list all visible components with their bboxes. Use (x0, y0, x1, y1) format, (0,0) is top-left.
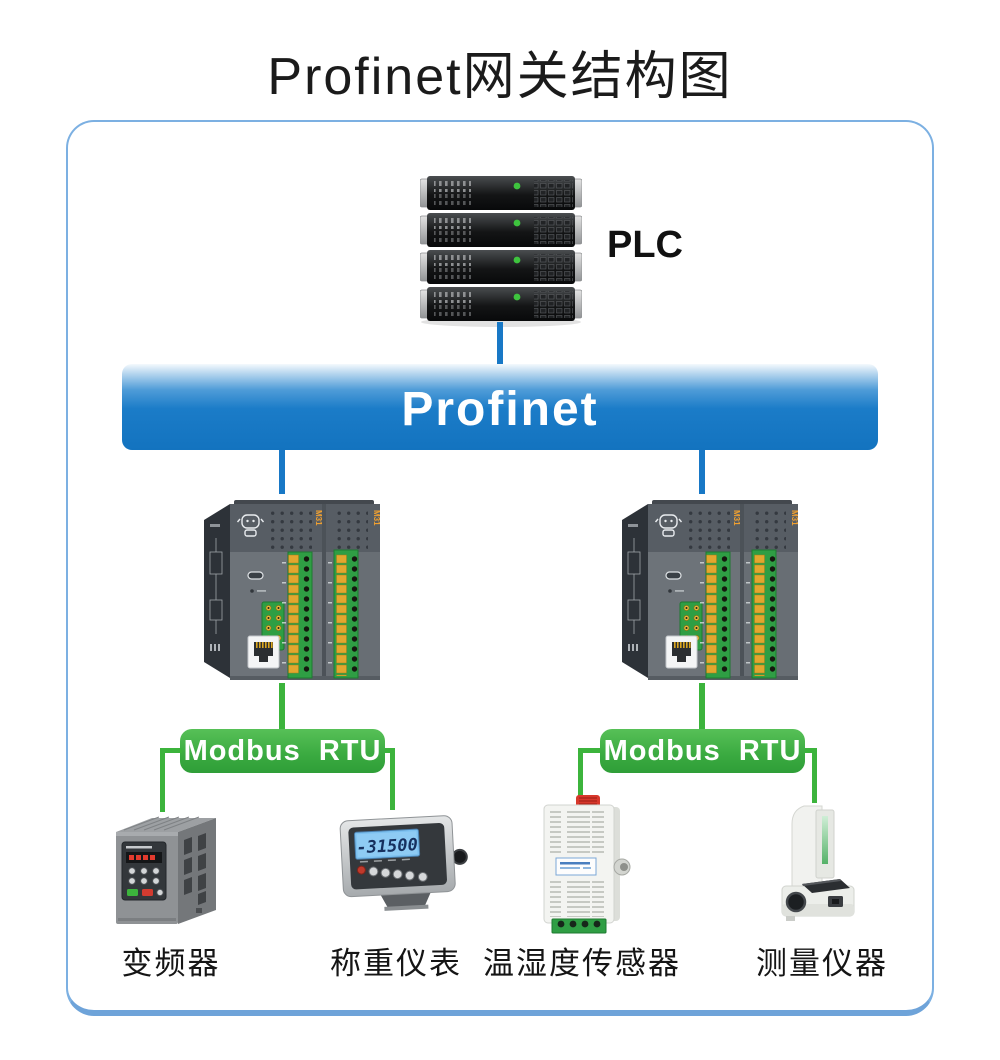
branch-line (160, 748, 182, 753)
modbus-rtu-label: Modbus RTU (603, 734, 802, 767)
run-button (127, 889, 138, 896)
server-unit (420, 213, 582, 247)
server-unit (420, 250, 582, 284)
circuit-diagram-art (627, 538, 641, 634)
sensor-probe (613, 858, 631, 876)
ethernet-port (665, 635, 698, 669)
io-terminal-strip (746, 549, 777, 679)
gateway-model-text: M31 (314, 510, 323, 526)
usb-c-port (247, 571, 264, 580)
adjust-knob (785, 891, 807, 913)
mount-knob (451, 848, 468, 865)
gateway-model-text: M31 (732, 510, 741, 526)
connector-profinet-gateway-left (279, 450, 285, 494)
weight-value: -31500 (356, 835, 418, 858)
modbus-rtu-badge-right: Modbus RTU (600, 729, 805, 773)
vent-holes (332, 510, 368, 550)
vent-slats (550, 811, 604, 855)
page-title: Profinet网关结构图 (267, 48, 733, 106)
weighing-indicator-image: -31500 (339, 815, 468, 911)
power-led (513, 293, 521, 301)
io-terminal-strip (282, 551, 313, 679)
modbus-rtu-label: Modbus RTU (183, 734, 382, 767)
plc-label: PLC (607, 224, 683, 266)
branch-line (805, 748, 817, 753)
branch-line (390, 748, 395, 810)
power-led (513, 256, 521, 264)
circuit-diagram-art (209, 538, 223, 634)
usb-c-port (665, 571, 682, 580)
robot-logo-icon (654, 514, 683, 537)
vent-holes (750, 510, 786, 550)
vent-holes (686, 510, 730, 550)
connector-plc-profinet (497, 322, 503, 364)
io-terminal-strip (700, 551, 731, 679)
gateway-model-text: M31 (372, 510, 380, 526)
stop-button (142, 889, 153, 896)
device-label-weighing: 称重仪表 (330, 946, 462, 981)
connector-profinet-gateway-right (699, 450, 705, 494)
vent-holes (268, 510, 312, 550)
power-led (513, 219, 521, 227)
lcd-display: -31500 (353, 828, 421, 860)
vent-slats (550, 879, 604, 917)
side-vents (184, 833, 206, 905)
connector-gateway-modbus-right (699, 683, 705, 729)
plc-server-stack-image (420, 176, 582, 327)
inverter-image (116, 816, 216, 924)
robot-logo-icon (236, 514, 265, 537)
model-label (555, 857, 597, 876)
scale-strip (822, 816, 828, 864)
measuring-instrument-image (781, 805, 855, 921)
terminal-block (551, 918, 607, 934)
branch-line (160, 748, 165, 812)
reset-button (668, 589, 672, 593)
server-unit (420, 176, 582, 210)
device-label-sensor: 温湿度传感器 (483, 946, 681, 981)
branch-line (578, 748, 583, 798)
profinet-bus-bar: Profinet (122, 364, 878, 450)
temp-humidity-sensor-image (543, 795, 631, 934)
keypad-panel (121, 841, 167, 901)
device-label-inverter: 变频器 (121, 946, 221, 981)
keypad-buttons (368, 866, 428, 882)
modbus-rtu-badge-left: Modbus RTU (180, 729, 385, 773)
ethernet-port (247, 635, 280, 669)
connector-gateway-modbus-left (279, 683, 285, 729)
device-label-measuring: 测量仪器 (756, 946, 888, 981)
branch-line (812, 748, 817, 803)
reset-button (250, 589, 254, 593)
io-terminal-strip (328, 549, 359, 679)
power-led (513, 182, 521, 190)
gateway-model-text: M31 (790, 510, 798, 526)
profinet-bus-label: Profinet (401, 382, 599, 436)
branch-line (578, 748, 600, 753)
gateway-image-right: M31 M31 (622, 500, 798, 680)
power-button (356, 865, 366, 875)
server-unit (420, 287, 582, 321)
gateway-image-left: M31 M31 (204, 500, 380, 680)
diagram-frame (66, 120, 934, 1016)
